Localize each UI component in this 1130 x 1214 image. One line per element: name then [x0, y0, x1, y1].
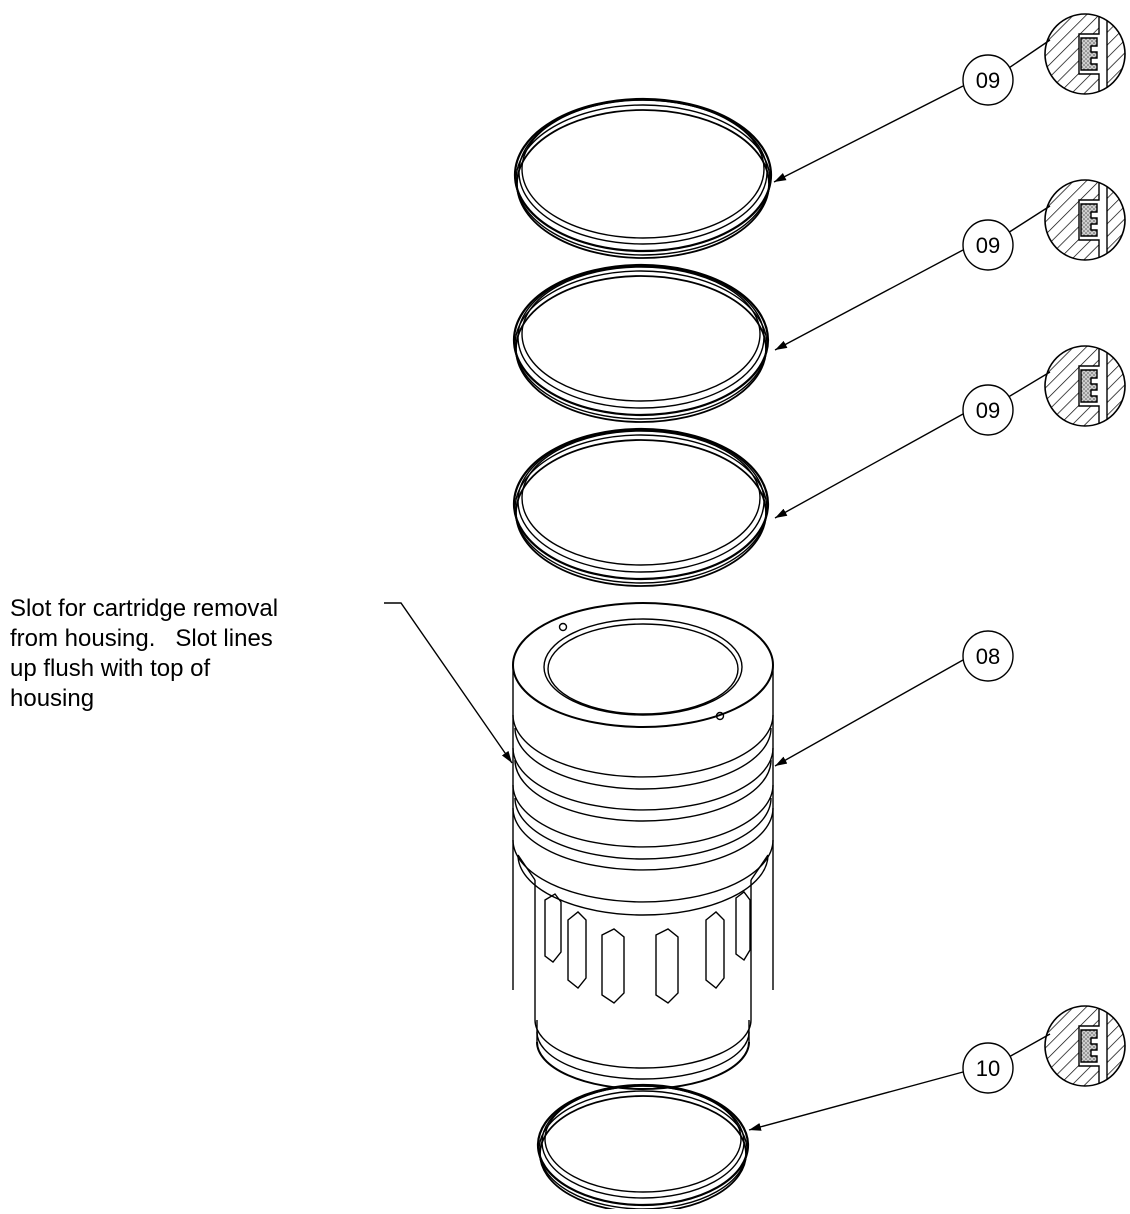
detail-outline	[1044, 179, 1126, 261]
seal-section-detail-3	[1044, 345, 1126, 427]
seal-profile	[1080, 37, 1098, 71]
detail-outline	[1044, 1005, 1126, 1087]
seal-ring-1	[513, 97, 773, 259]
note-leader	[384, 602, 513, 764]
note-line-2: from housing. Slot lines	[10, 625, 273, 652]
slot-note: Slot for cartridge removal from housing.…	[10, 594, 390, 714]
seal-section-detail-4	[1044, 1005, 1126, 1087]
callout-balloon-bottom-ring: 10	[962, 1042, 1014, 1094]
seal-section-detail-2	[1044, 179, 1126, 261]
callout-label: 09	[976, 233, 1000, 258]
seal-section-detail-1	[1044, 13, 1126, 95]
callout-balloon-ring-3: 09	[962, 384, 1014, 436]
note-line-3: up flush with top of	[10, 655, 211, 682]
callout-balloon-cartridge: 08	[962, 630, 1014, 682]
callout-balloon-ring-2: 09	[962, 219, 1014, 271]
detail-outline	[1044, 13, 1126, 95]
note-line-1: Slot for cartridge removal	[10, 595, 279, 622]
seal-profile	[1080, 203, 1098, 237]
callout-label: 08	[976, 644, 1000, 669]
leader-lines	[384, 39, 1051, 1131]
callout-label: 09	[976, 398, 1000, 423]
seal-profile	[1080, 369, 1098, 403]
note-line-4: housing	[10, 685, 95, 712]
callout-balloon-ring-1: 09	[962, 54, 1014, 106]
seal-ring-2	[512, 263, 770, 423]
seal-ring-bottom	[536, 1083, 750, 1213]
callout-label: 10	[976, 1056, 1000, 1081]
seal-ring-3	[512, 427, 770, 587]
cartridge-body	[512, 602, 774, 1090]
callout-label: 09	[976, 68, 1000, 93]
seal-profile	[1080, 1029, 1098, 1063]
detail-outline	[1044, 345, 1126, 427]
